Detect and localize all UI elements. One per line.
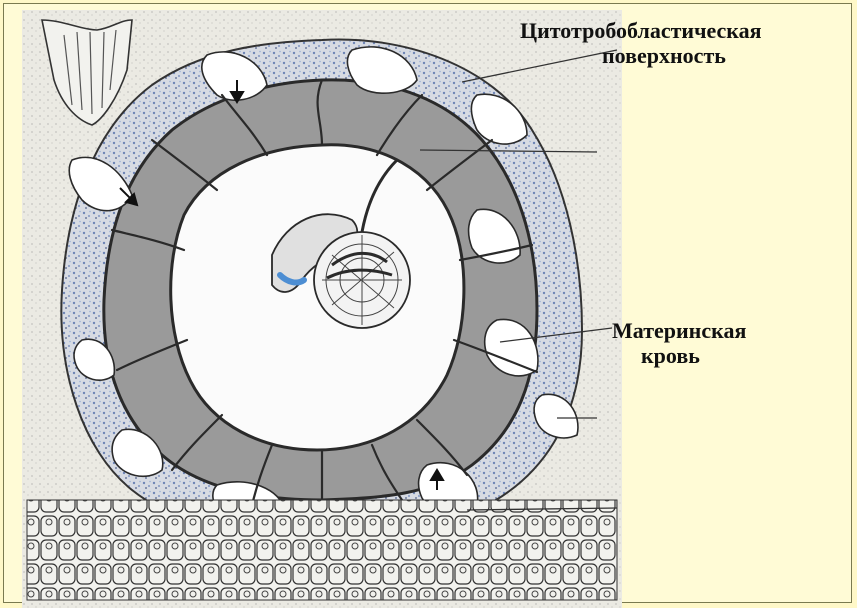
embryo-implantation-illustration — [22, 10, 622, 608]
label-maternal-blood: Материнская кровь — [612, 318, 746, 369]
label-maternal-line2: кровь — [641, 343, 746, 368]
label-cytotrophoblast-surface: Цитотробобластическая поверхность — [520, 18, 762, 69]
label-cyto-line1: Цитотробобластическая — [520, 18, 762, 43]
label-cyto-line2: поверхность — [602, 43, 762, 68]
uterine-epithelium — [27, 500, 617, 600]
label-maternal-line1: Материнская — [612, 318, 746, 343]
